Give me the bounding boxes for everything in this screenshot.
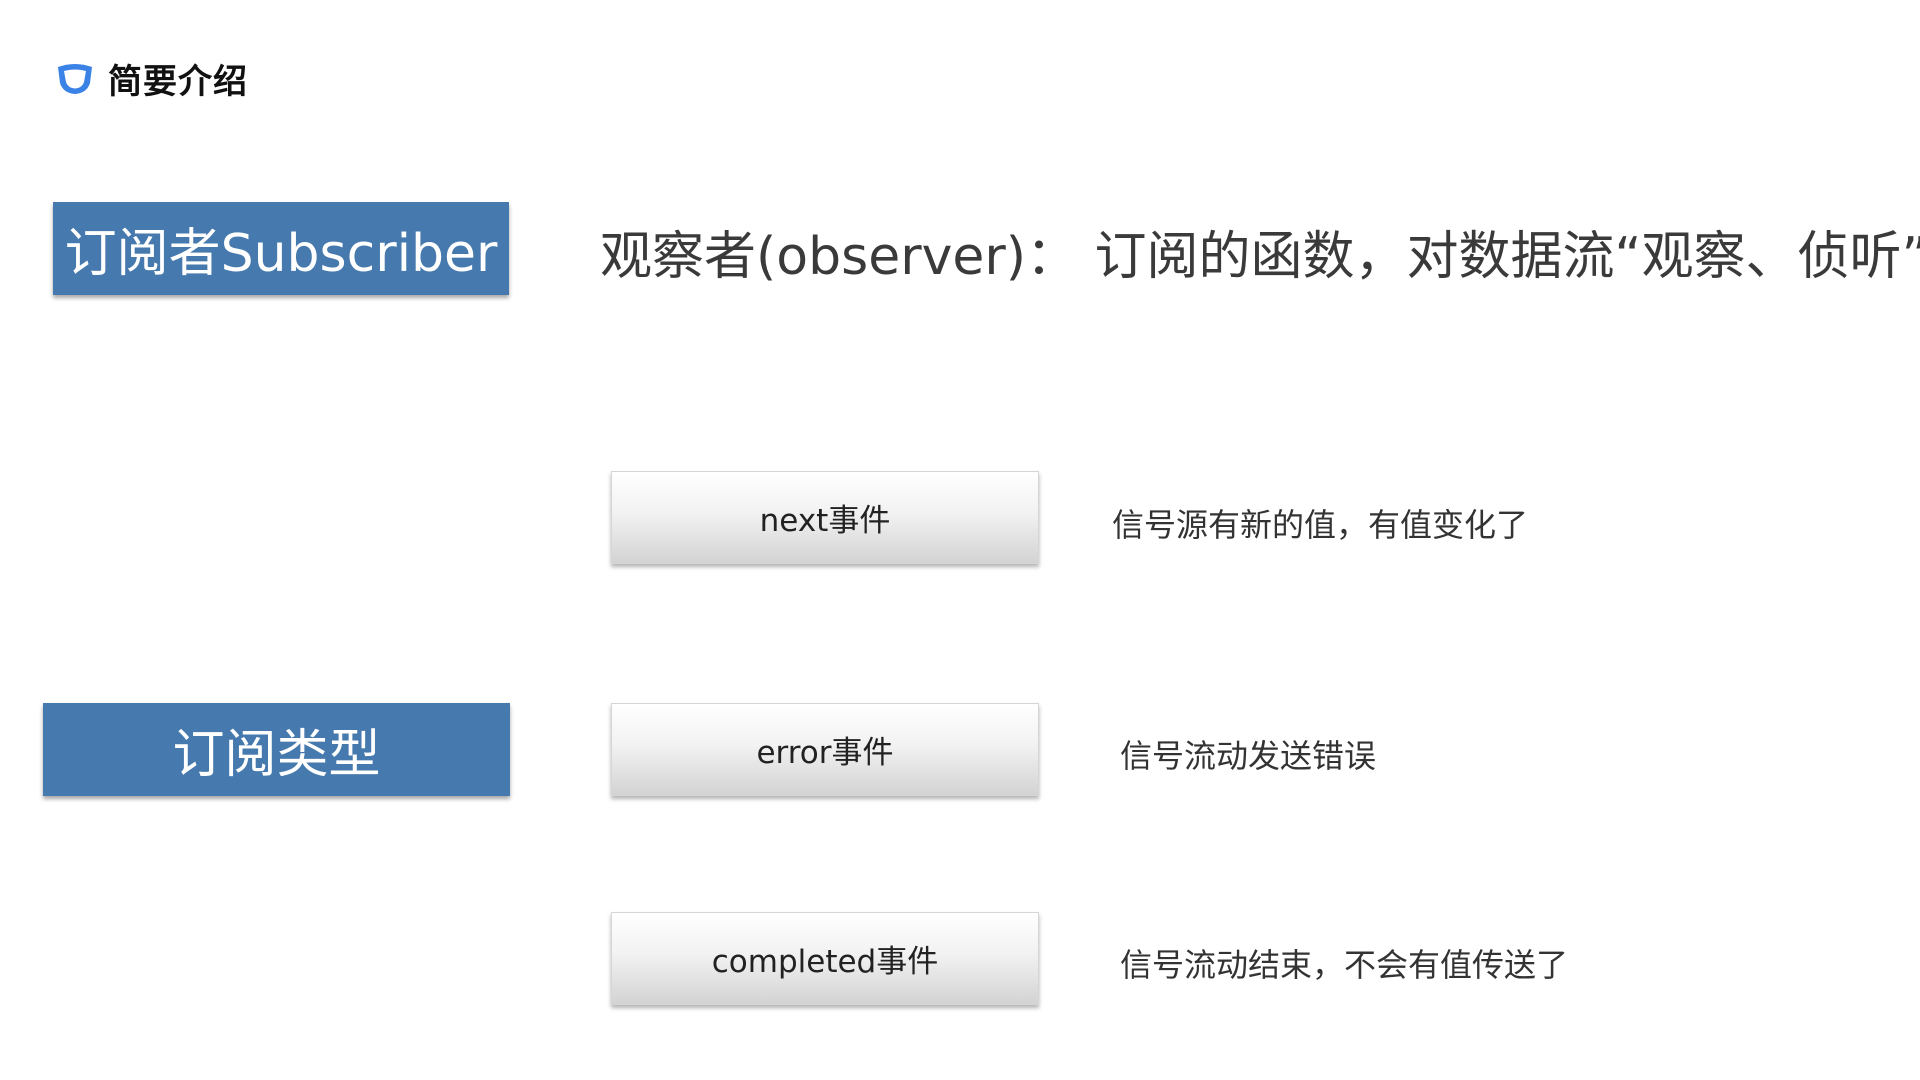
- completed-event-button[interactable]: completed事件: [611, 912, 1039, 1005]
- subscription-types-label: 订阅类型: [172, 725, 381, 785]
- next-event-description: 信号源有新的值，有值变化了: [1112, 506, 1529, 544]
- cup-logo-icon: [58, 63, 92, 94]
- completed-event-description: 信号流动结束，不会有值传送了: [1120, 946, 1569, 984]
- error-event-button[interactable]: error事件: [611, 703, 1039, 796]
- next-event-button[interactable]: next事件: [611, 471, 1039, 564]
- error-event-label: error事件: [756, 735, 894, 771]
- error-event-description: 信号流动发送错误: [1120, 737, 1377, 775]
- page-title: 简要介绍: [108, 62, 248, 102]
- next-event-label: next事件: [759, 503, 891, 539]
- subscription-types-box: 订阅类型: [43, 703, 510, 796]
- subscriber-label: 订阅者Subscriber: [64, 224, 498, 284]
- slide-header: 简要介绍: [54, 54, 248, 103]
- observer-description: 观察者(observer)： 订阅的函数，对数据流“观察、侦听”: [600, 227, 1920, 287]
- subscriber-label-box: 订阅者Subscriber: [53, 202, 509, 295]
- completed-event-label: completed事件: [711, 944, 939, 980]
